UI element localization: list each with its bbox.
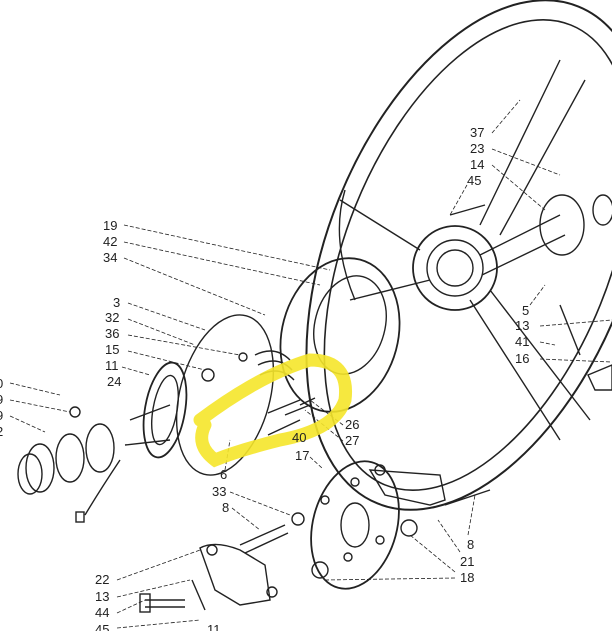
part-label: 24	[107, 374, 122, 389]
part-label: 11	[207, 622, 221, 631]
part-label: 8	[467, 537, 475, 552]
part-label: 15	[105, 342, 120, 357]
part-label: 9	[0, 393, 3, 407]
part-label: 0	[0, 377, 3, 391]
part-label: 14	[470, 157, 485, 172]
part-label: 16	[515, 351, 530, 366]
part-label: 45	[95, 622, 110, 631]
part-label: 27	[345, 433, 360, 448]
part-label: 18	[460, 570, 475, 585]
part-label: 26	[345, 417, 360, 432]
part-label: 8	[222, 500, 230, 515]
part-label: 9	[0, 409, 3, 423]
part-label: 36	[105, 326, 120, 341]
leader-lines	[9, 99, 612, 629]
part-label: 6	[220, 467, 228, 482]
part-label: 19	[103, 218, 118, 233]
part-label: 22	[95, 572, 110, 587]
part-label: 23	[470, 141, 485, 156]
part-label: 21	[460, 554, 475, 569]
yoke-and-bolts	[139, 204, 612, 613]
part-label: 5	[522, 303, 530, 318]
part-label: 42	[103, 234, 118, 249]
part-label: 32	[105, 310, 120, 325]
part-label: 13	[515, 318, 530, 333]
steering-wheel	[305, 0, 612, 511]
part-label: 40	[292, 430, 307, 445]
highlight-marker	[193, 353, 353, 468]
part-label: 45	[467, 173, 482, 188]
part-label: 3	[113, 295, 121, 310]
part-label: 34	[103, 250, 118, 265]
part-label: 44	[95, 605, 110, 620]
part-label: 17	[295, 448, 310, 463]
flange-disc	[291, 460, 418, 590]
part-label: 13	[95, 589, 110, 604]
part-label: 41	[515, 334, 530, 349]
part-label: 2	[0, 425, 3, 439]
part-label: 33	[212, 484, 227, 499]
column-parts	[17, 361, 188, 523]
part-label: 37	[470, 125, 485, 140]
part-label: 11	[105, 358, 119, 373]
